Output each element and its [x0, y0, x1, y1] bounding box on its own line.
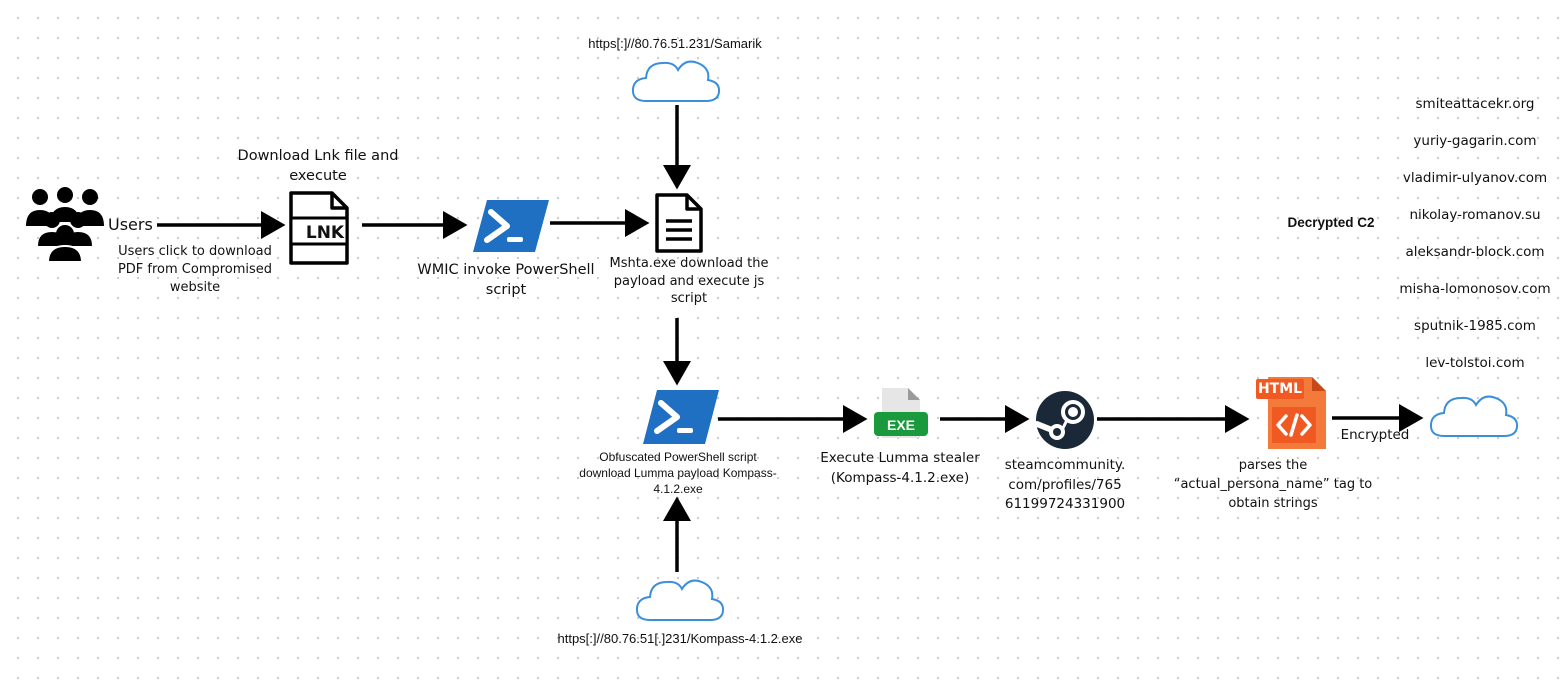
c2-domain: nikolay-romanov.su: [1409, 207, 1541, 223]
powershell-icon: [473, 200, 549, 252]
exe-file-icon: [874, 388, 928, 438]
c2-domain: yuriy-gagarin.com: [1413, 133, 1537, 149]
html-icon-text: HTML: [1257, 381, 1303, 397]
users-title: Users: [108, 215, 153, 234]
lnk-file-icon: [289, 191, 349, 265]
steam-icon: [1035, 391, 1094, 449]
c2-domain: sputnik-1985.com: [1414, 318, 1536, 334]
encrypted-label: Encrypted: [1340, 427, 1410, 443]
lnk-icon-text: LNK: [305, 223, 345, 243]
cloud-icon: [635, 579, 725, 621]
c2-title: Decrypted C2: [1287, 215, 1375, 230]
users-group-icon: [26, 187, 104, 262]
powershell-icon: [643, 390, 719, 444]
cloud-bottom-url: https[:]//80.76.51[.]231/Kompass-4.1.2.e…: [557, 631, 803, 646]
c2-domain: misha-lomonosov.com: [1399, 281, 1551, 297]
c2-domain: vladimir-ulyanov.com: [1402, 170, 1548, 186]
exe-icon-text: EXE: [886, 417, 915, 433]
cloud-icon: [631, 60, 721, 102]
document-icon: [655, 193, 703, 253]
html-file-icon: [1256, 377, 1326, 449]
c2-domain: aleksandr-block.com: [1405, 244, 1545, 260]
c2-domain: lev-tolstoi.com: [1425, 355, 1525, 371]
exe-caption: Execute Lumma stealer(Kompass-4.1.2.exe): [820, 450, 980, 486]
cloud-top-url: https[:]//80.76.51.231/Samarik: [588, 36, 762, 51]
c2-domain: smiteattacekr.org: [1415, 96, 1535, 112]
cloud-icon: [1429, 395, 1519, 437]
